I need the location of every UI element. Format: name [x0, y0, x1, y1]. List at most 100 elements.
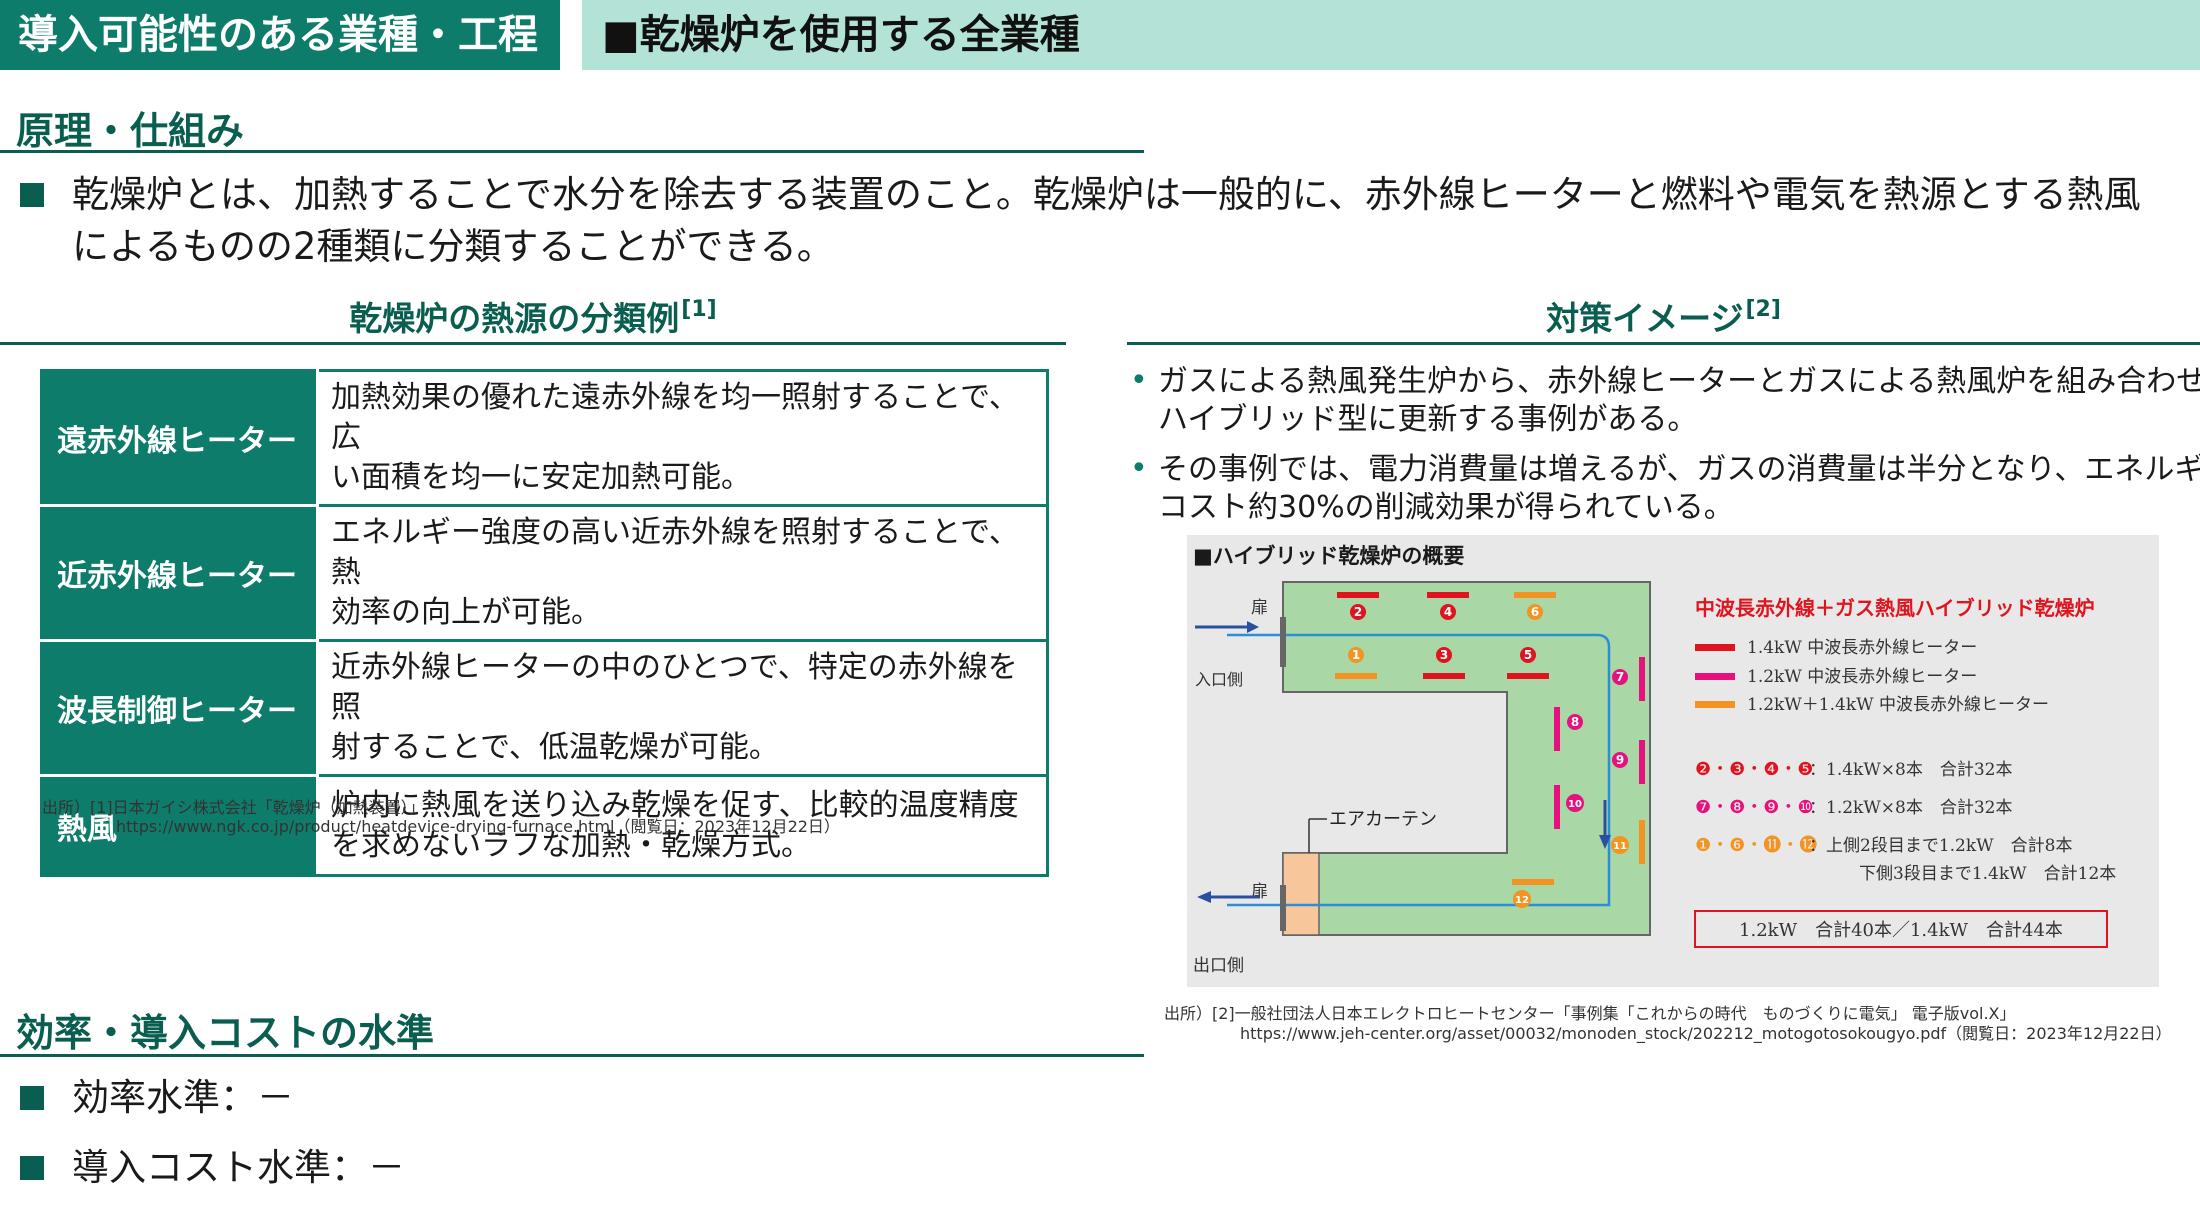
- measure-ref: [2]: [1745, 297, 1781, 322]
- dot-bullet-icon: •: [1130, 451, 1148, 486]
- inlet-arrow-head: [1247, 621, 1259, 633]
- heater-number: 2: [1354, 605, 1362, 619]
- heater-6: [1514, 592, 1556, 598]
- legend-swatch-red: [1695, 644, 1735, 651]
- row-description: 加熱効果の優れた遠赤外線を均一照射することで、広 い面積を均一に安定加熱可能。: [316, 369, 1049, 507]
- cost-level: 導入コスト水準：－: [72, 1146, 405, 1189]
- classification-divider: [0, 342, 1066, 345]
- heater-8: [1554, 707, 1560, 751]
- heater-7: [1639, 657, 1645, 701]
- measure-divider: [1127, 342, 2200, 345]
- legend-red-label: 1.4kW 中波長赤外線ヒーター: [1747, 638, 1977, 658]
- measure-bullet-1-line2: ハイブリッド型に更新する事例がある。: [1158, 402, 1698, 437]
- row-header: 近赤外線ヒーター: [40, 504, 319, 642]
- efficiency-section-title: 効率・導入コストの水準: [16, 1011, 435, 1055]
- efficiency-level: 効率水準：－: [72, 1076, 294, 1119]
- measure-title-text: 対策イメージ: [1546, 299, 1744, 338]
- heater-marker-1: [1348, 647, 1364, 663]
- door-top-label: 扉: [1251, 598, 1268, 618]
- heater-marker-9: [1612, 752, 1628, 768]
- principle-divider: [0, 150, 1144, 153]
- heater-1: [1335, 673, 1377, 679]
- heater-3: [1423, 673, 1465, 679]
- heater-10: [1554, 785, 1560, 829]
- heater-4: [1427, 592, 1469, 598]
- row-description: 近赤外線ヒーターの中のひとつで、特定の赤外線を照 射することで、低温乾燥が可能。: [316, 639, 1049, 777]
- legend-magenta-label: 1.2kW 中波長赤外線ヒーター: [1747, 667, 1977, 687]
- count-line-2-numbers: ❼・❽・❾・❿: [1695, 797, 1814, 818]
- outlet-arrow-head: [1197, 891, 1211, 903]
- row-description-line: 加熱効果の優れた遠赤外線を均一照射することで、広: [331, 380, 1019, 455]
- table-row: 遠赤外線ヒーター 加熱効果の優れた遠赤外線を均一照射することで、広 い面積を均一…: [40, 369, 1049, 507]
- door-bottom-bar: [1280, 885, 1286, 931]
- legend-title: 中波長赤外線＋ガス熱風ハイブリッド乾燥炉: [1695, 596, 2095, 620]
- count-line-2: ：1.2kW×8本 合計32本: [1809, 798, 2013, 818]
- source-note-1: 出所）[1]日本ガイシ株式会社「乾燥炉（加熱装置）」: [42, 798, 425, 817]
- count-line-3b: 下側3段目まで1.4kW 合計12本: [1859, 864, 2116, 884]
- table-row: 波長制御ヒーター 近赤外線ヒーターの中のひとつで、特定の赤外線を照 射することで…: [40, 639, 1049, 777]
- measure-bullet-2-line2: コスト約30%の削減効果が得られている。: [1158, 490, 1734, 525]
- row-description-line: エネルギー強度の高い近赤外線を照射することで、熱: [331, 515, 1019, 590]
- heater-marker-11: [1611, 836, 1629, 854]
- square-bullet-icon: [20, 1156, 44, 1180]
- legend-swatch-orange: [1695, 701, 1735, 708]
- row-header: 遠赤外線ヒーター: [40, 369, 319, 507]
- legend-orange-label: 1.2kW＋1.4kW 中波長赤外線ヒーター: [1747, 695, 2049, 715]
- row-description-line: を求めないラフな加熱・乾燥方式。: [331, 827, 811, 863]
- heater-marker-12: [1513, 890, 1531, 908]
- heater-12: [1512, 879, 1554, 885]
- heater-number: 9: [1616, 753, 1624, 767]
- principle-text-line2: によるものの2種類に分類することができる。: [72, 225, 834, 268]
- heater-number: 12: [1515, 895, 1529, 906]
- diagram-title: ■ハイブリッド乾燥炉の概要: [1193, 544, 1464, 568]
- count-line-1-numbers: ❷・❸・❹・❺: [1695, 759, 1814, 780]
- heater-number: 1: [1352, 648, 1360, 662]
- row-description-line: い面積を均一に安定加熱可能。: [331, 460, 751, 495]
- principle-section-title: 原理・仕組み: [16, 109, 245, 153]
- conveyor-line: [1227, 633, 1611, 907]
- measure-title: 対策イメージ[2]: [1127, 292, 2200, 340]
- total-box: [1694, 910, 2108, 948]
- heater-marker-3: [1436, 647, 1452, 663]
- efficiency-divider: [0, 1054, 1144, 1057]
- heater-number: 10: [1568, 799, 1582, 810]
- heater-2: [1337, 592, 1379, 598]
- heater-marker-8: [1567, 714, 1583, 730]
- heater-11: [1639, 820, 1645, 864]
- classification-ref: [1]: [681, 297, 717, 322]
- square-bullet-icon: [20, 1086, 44, 1110]
- heater-marker-7: [1612, 669, 1628, 685]
- hybrid-dryer-svg: ■ハイブリッド乾燥炉の概要 扉 扉 入口側 出口側 エアカーテン: [1193, 544, 2116, 976]
- heater-marker-10: [1566, 794, 1584, 812]
- principle-text-line1: 乾燥炉とは、加熱することで水分を除去する装置のこと。乾燥炉は一般的に、赤外線ヒー…: [72, 173, 2141, 216]
- legend-swatch-magenta: [1695, 673, 1735, 680]
- flow-arrow-down-head: [1599, 835, 1611, 849]
- measure-bullet-2-line1: その事例では、電力消費量は増えるが、ガスの消費量は半分となり、エネルギー: [1158, 452, 2200, 487]
- row-description: 炉内に熱風を送り込み乾燥を促す、比較的温度精度 を求めないラフな加熱・乾燥方式。: [316, 774, 1049, 877]
- heater-9: [1639, 740, 1645, 784]
- square-bullet-icon: [20, 183, 44, 207]
- row-description: エネルギー強度の高い近赤外線を照射することで、熱 効率の向上が可能。: [316, 504, 1049, 642]
- heater-number: 7: [1616, 670, 1624, 684]
- row-description-line: 効率の向上が可能。: [331, 595, 601, 630]
- heater-5: [1507, 673, 1549, 679]
- hybrid-dryer-diagram: ■ハイブリッド乾燥炉の概要 扉 扉 入口側 出口側 エアカーテン: [1187, 535, 2159, 987]
- count-line-1: ：1.4kW×8本 合計32本: [1809, 760, 2013, 780]
- row-description-line: 射することで、低温乾燥が可能。: [331, 730, 779, 765]
- heater-marker-4: [1440, 604, 1456, 620]
- source-note-2: 出所）[2]一般社団法人日本エレクトロヒートセンター「事例集「これからの時代 も…: [1164, 1004, 2016, 1023]
- row-description-line: 近赤外線ヒーターの中のひとつで、特定の赤外線を照: [331, 650, 1018, 725]
- heater-number: 3: [1440, 648, 1448, 662]
- source-url-1: https://www.ngk.co.jp/product/heatdevice…: [116, 817, 840, 836]
- heat-source-table: 遠赤外線ヒーター 加熱効果の優れた遠赤外線を均一照射することで、広 い面積を均一…: [40, 369, 1049, 877]
- classification-title-text: 乾燥炉の熱源の分類例: [349, 299, 680, 338]
- count-line-3-numbers: ❶・❻・⓫・⓬: [1695, 835, 1817, 856]
- row-header: 熱風: [40, 774, 319, 877]
- heater-number: 8: [1571, 715, 1579, 729]
- heater-number: 4: [1444, 605, 1452, 619]
- source-url-2: https://www.jeh-center.org/asset/00032/m…: [1240, 1024, 2172, 1043]
- outlet-label: 出口側: [1193, 956, 1244, 976]
- table-row: 熱風 炉内に熱風を送り込み乾燥を促す、比較的温度精度 を求めないラフな加熱・乾燥…: [40, 774, 1049, 877]
- door-bottom-label: 扉: [1251, 882, 1268, 902]
- measure-bullet-1-line1: ガスによる熱風発生炉から、赤外線ヒーターとガスによる熱風炉を組み合わせた: [1158, 364, 2200, 399]
